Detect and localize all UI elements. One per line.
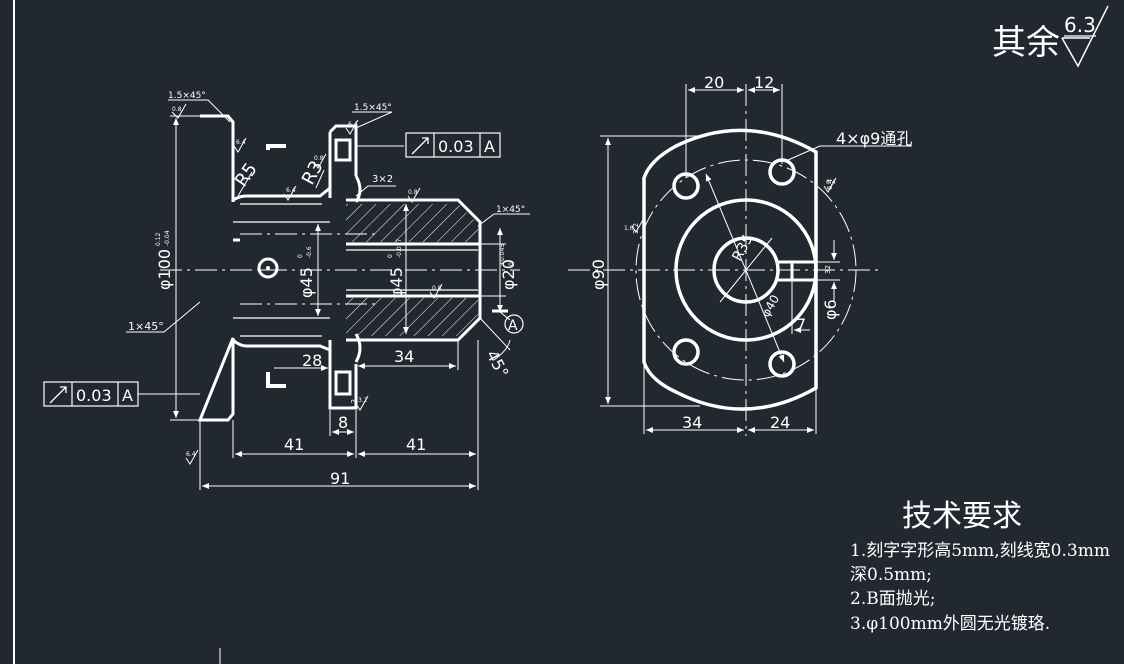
end-dia-6-label: φ6 <box>821 299 840 320</box>
dia-45-outer-label: φ45 <box>297 267 316 298</box>
roughness-symbol-icon <box>1061 5 1109 68</box>
tech-line-1: 1.刻字字形高5mm,刻线宽0.3mm <box>850 541 1110 561</box>
runout-frame-top: 0.03 A <box>405 132 501 158</box>
dim-41b-label: 41 <box>406 435 426 454</box>
pin-hole <box>257 257 279 279</box>
drawing-border <box>13 0 221 664</box>
svg-text:0.03: 0.03 <box>438 137 474 156</box>
end-dim-34-label: 34 <box>682 413 702 432</box>
end-dia-90-label: φ90 <box>589 259 608 290</box>
svg-text:-0.017: -0.017 <box>396 238 403 258</box>
left-section-view: 0.03 A 0.03 A A 1.5×45° 1.5×45° 1×45° 1×… <box>43 91 837 490</box>
dia-20-label: φ20 <box>499 259 518 290</box>
svg-text:0.8: 0.8 <box>172 106 182 113</box>
svg-text:1.6: 1.6 <box>624 225 634 232</box>
dim-28-label: 28 <box>302 351 322 370</box>
tech-line-2: 深0.5mm; <box>850 565 932 585</box>
end-r35-label: R35 <box>729 232 756 264</box>
end-dim-24-label: 24 <box>770 413 790 432</box>
dim-41a-label: 41 <box>284 435 304 454</box>
svg-text:6.4: 6.4 <box>186 451 196 458</box>
dia-45-inner-label: φ45 <box>387 267 406 298</box>
flange-outline <box>197 114 235 422</box>
chamfer-bottom-label: 1×45° <box>128 320 164 333</box>
roughness-value: 6.3 <box>1064 13 1096 37</box>
chamfer-flange-label: 1.5×45° <box>168 91 206 101</box>
svg-text:0.8: 0.8 <box>408 189 418 196</box>
side-pin <box>776 260 818 282</box>
svg-text:0: 0 <box>387 254 394 258</box>
svg-text:0: 0 <box>508 262 515 266</box>
radius-r5-label: R5 <box>231 159 262 191</box>
svg-text:6.4: 6.4 <box>236 139 246 146</box>
dim-8-label: 8 <box>338 413 348 432</box>
runout-arrow-icon <box>411 137 429 155</box>
svg-text:3.2: 3.2 <box>632 223 640 234</box>
right-end-view: 20 12 4×φ9通孔 φ90 R35 φ40 34 24 7 φ6 32 3… <box>350 73 912 436</box>
datum-a-marker: A <box>492 309 524 334</box>
end-dim-20-label: 20 <box>704 73 724 92</box>
shaft-outline <box>346 198 482 342</box>
end-dim-12-label: 12 <box>754 73 774 92</box>
svg-text:A: A <box>508 318 518 334</box>
runout-arrow-icon <box>49 386 67 404</box>
angle-45-label: 45° <box>482 347 512 381</box>
dim-91-label: 91 <box>330 469 350 488</box>
section-mark-bottom <box>266 372 286 388</box>
dia-100-label: φ100 <box>155 249 174 290</box>
runout-frame-bottom: 0.03 A <box>43 381 139 407</box>
svg-text:0.8: 0.8 <box>432 285 442 292</box>
svg-text:3.2: 3.2 <box>350 399 358 410</box>
roughness-note: 其余 6.3 <box>992 5 1109 68</box>
svg-text:0.8: 0.8 <box>314 155 324 162</box>
svg-text:0.03: 0.03 <box>76 386 112 405</box>
svg-text:0.12: 0.12 <box>155 232 162 246</box>
svg-text:3.2: 3.2 <box>358 397 368 404</box>
end-dim-32-label: 32 <box>824 265 832 274</box>
collar-outline <box>328 124 358 410</box>
svg-text:6.4: 6.4 <box>348 121 358 128</box>
groove-label: 3×2 <box>372 174 393 185</box>
svg-text:A: A <box>484 137 495 156</box>
svg-text:A: A <box>122 386 133 405</box>
section-mark-top <box>266 144 286 150</box>
svg-text:6.4: 6.4 <box>826 179 836 186</box>
bolt-hole <box>768 350 796 378</box>
end-dim-7-label: 7 <box>796 315 806 334</box>
dim-34-label: 34 <box>394 347 414 366</box>
hatch-upper <box>346 204 478 242</box>
svg-text:6.4: 6.4 <box>286 187 296 194</box>
holes-note-label: 4×φ9通孔 <box>836 129 912 148</box>
tech-title: 技术要求 <box>902 499 1022 534</box>
tech-line-3: 2.B面抛光; <box>850 589 935 609</box>
chamfer-collar-label: 1.5×45° <box>354 103 392 113</box>
tech-requirements: 技术要求 1.刻字字形高5mm,刻线宽0.3mm 深0.5mm; 2.B面抛光;… <box>850 499 1110 634</box>
svg-text:0: 0 <box>297 254 304 258</box>
svg-text:6.4: 6.4 <box>826 178 834 190</box>
svg-text:-0.04: -0.04 <box>164 230 171 246</box>
tech-line-4: 3.φ100mm外圆无光镀珞. <box>850 614 1050 634</box>
chamfer-bore-label: 1×45° <box>496 205 525 215</box>
svg-text:+0.045: +0.045 <box>499 244 506 266</box>
bolt-hole <box>672 338 700 366</box>
roughness-prefix: 其余 <box>992 23 1060 63</box>
svg-text:-0.6: -0.6 <box>306 246 313 258</box>
hatch-lower <box>346 298 478 336</box>
